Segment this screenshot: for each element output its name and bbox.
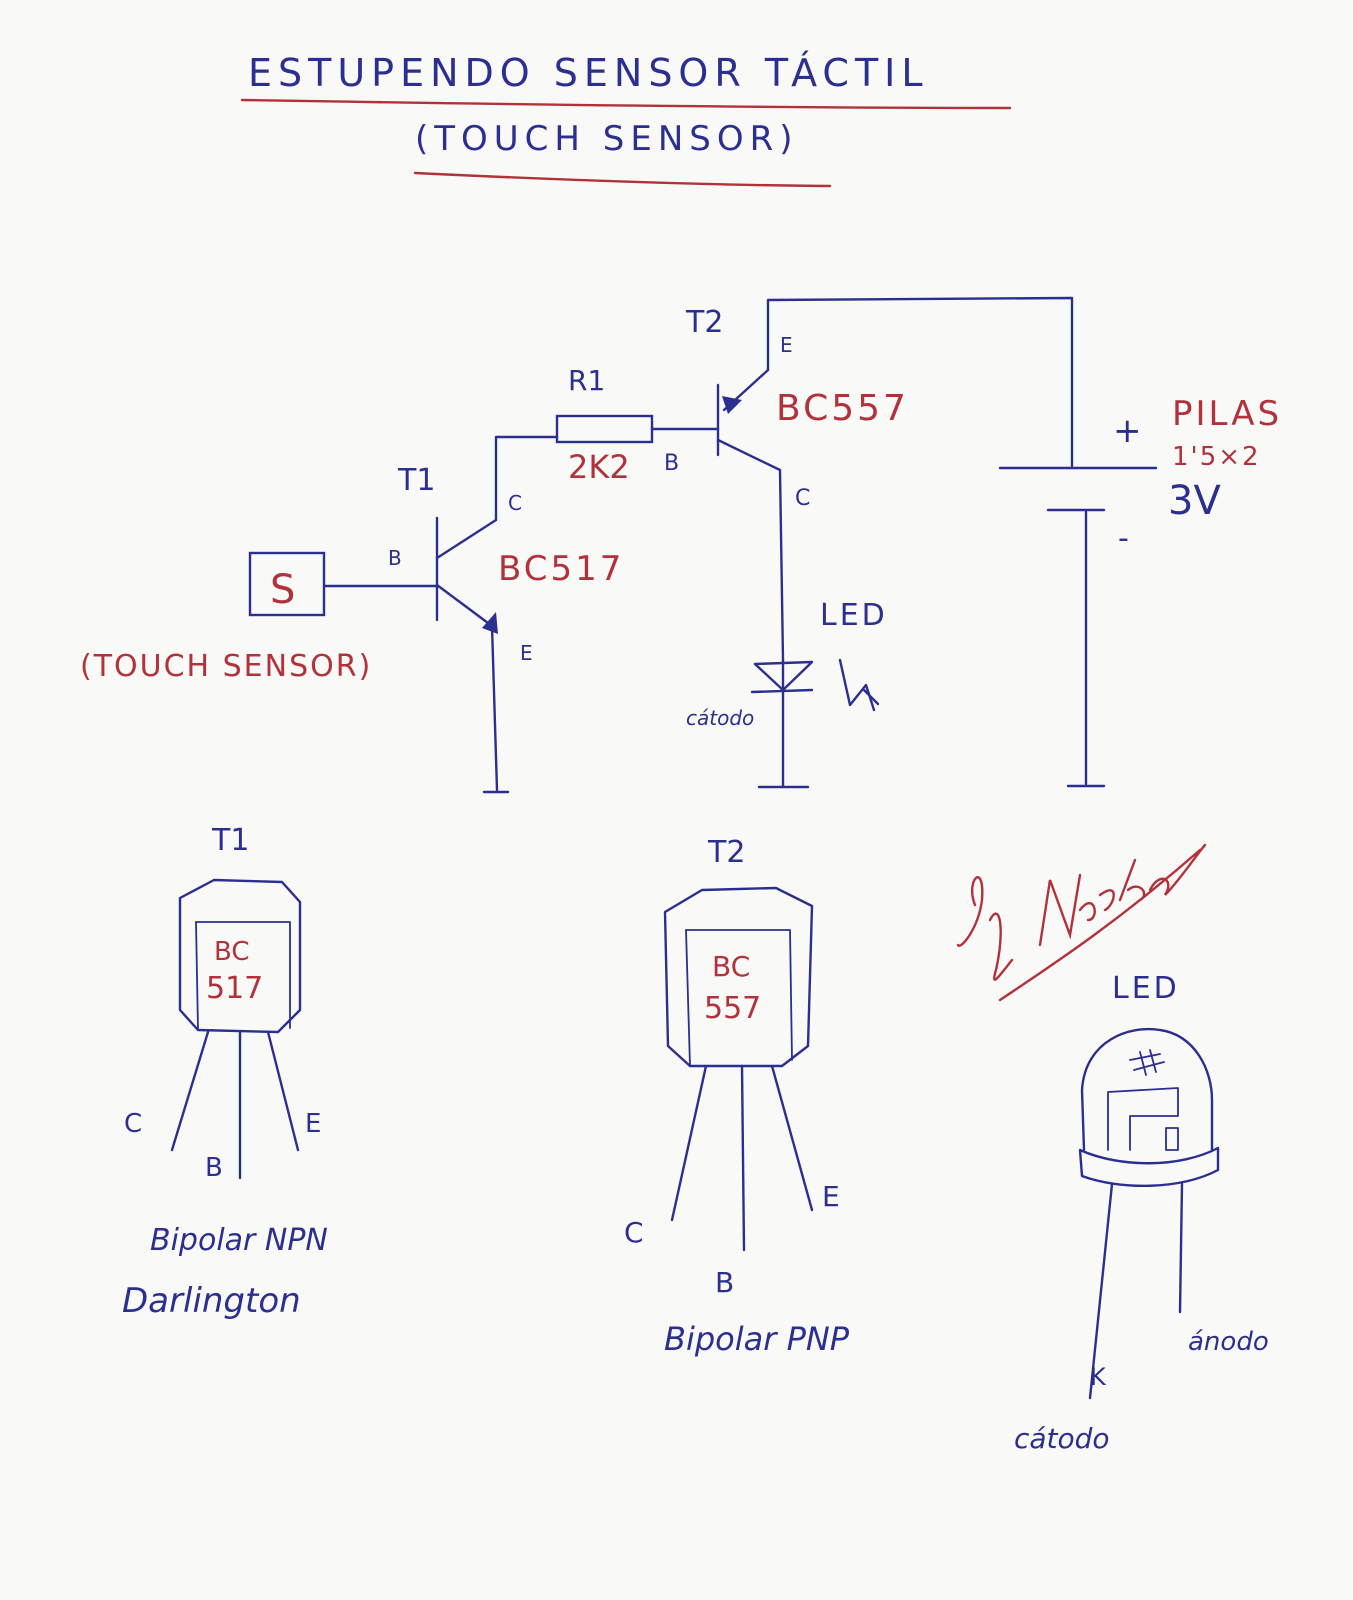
- title-line-1: ESTUPENDO SENSOR TÁCTIL: [248, 51, 929, 95]
- pinout-t1-body-face-top: [195, 921, 291, 1029]
- sensor-pad: [248, 551, 326, 617]
- pinout-t1-type-line2: Darlington: [122, 1281, 301, 1321]
- pinout-t2-label: T2: [707, 835, 745, 870]
- led-cathode-label: cátodo: [686, 706, 754, 730]
- pinout-led-leg-cathode: [1088, 1182, 1114, 1400]
- battery-plus: +: [1113, 411, 1142, 451]
- pinout-led-k-label: K: [1090, 1363, 1107, 1391]
- title-block: ESTUPENDO SENSOR TÁCTIL (TOUCH SENSOR): [240, 51, 1012, 188]
- pinout-t1-pin-b: B: [205, 1153, 223, 1183]
- pinout-t2-pin-c: C: [624, 1216, 644, 1249]
- t1-collector-label: C: [508, 491, 522, 515]
- t1-base-label: B: [388, 546, 402, 570]
- signature: [956, 843, 1207, 1002]
- sensor-caption: (TOUCH SENSOR): [80, 649, 372, 684]
- pinout-t2-body-face-top: [685, 929, 793, 1061]
- sensor-letter: S: [270, 567, 295, 613]
- battery-cells: 1'5×2: [1172, 442, 1261, 472]
- pinout-t1-body-face-left: [195, 921, 199, 1031]
- pinout-led-leg-anode: [1178, 1182, 1184, 1314]
- pinout-t2-pin-e: E: [822, 1180, 840, 1213]
- t1-emitter-arrow: [482, 612, 498, 634]
- pinout-t2-body-line1: BC: [712, 950, 750, 983]
- circuit-schematic: T2 E BC557 B C R1 2K2 T1 C B BC517 E: [80, 296, 1282, 794]
- r1-value: 2K2: [568, 448, 630, 486]
- t1-part-label: BC517: [498, 549, 624, 589]
- title-underline-1: [240, 98, 1012, 110]
- led-light-arrow-2: [862, 688, 880, 706]
- title-line-2: (TOUCH SENSOR): [415, 119, 799, 159]
- pinout-t1-body-line1: BC: [214, 937, 250, 967]
- pinout-t1: T1 BC 517 C B E Bipolar NPN Darlington: [122, 823, 328, 1321]
- wire-top-rail: [766, 296, 1074, 468]
- pinout-t1-leg-e: [266, 1030, 300, 1152]
- led-triangle: [753, 660, 814, 692]
- pinout-t2-leg-c: [670, 1064, 708, 1222]
- battery-name: PILAS: [1172, 394, 1282, 434]
- t1-label: T1: [397, 463, 435, 498]
- t2-label: T2: [685, 305, 723, 340]
- pinout-led-flange: [1078, 1146, 1220, 1187]
- pinout-led: LED ánodo K cátodo: [1014, 971, 1269, 1455]
- pinout-t1-label: T1: [211, 823, 249, 858]
- pinout-t1-body-outline: [178, 878, 302, 1034]
- pinout-t2-type-line1: Bipolar PNP: [664, 1320, 850, 1358]
- pinout-led-post: [1165, 1127, 1179, 1151]
- pinout-t2-leg-e: [770, 1064, 814, 1212]
- t2-part-label: BC557: [776, 388, 909, 429]
- pinout-t1-pin-e: E: [305, 1109, 321, 1139]
- pinout-t2-body-line2: 557: [704, 991, 761, 1026]
- r1-label: R1: [568, 364, 605, 397]
- pinout-t2-body-outline: [663, 886, 814, 1068]
- t2-collector-label: C: [795, 486, 810, 511]
- pinout-led-label: LED: [1112, 971, 1180, 1006]
- led-light-arrow-1: [838, 658, 876, 712]
- wire-r1-to-t1: [494, 435, 559, 522]
- r1-resistor: [555, 414, 654, 444]
- t1-emitter-label: E: [520, 641, 533, 665]
- pinout-led-anvil: [1107, 1087, 1179, 1151]
- pinout-led-dome: [1080, 1027, 1214, 1152]
- pinout-led-die-mark: [1129, 1049, 1165, 1076]
- pinout-t1-pin-c: C: [124, 1109, 142, 1139]
- title-underline-2: [413, 171, 832, 188]
- battery-voltage: 3V: [1168, 478, 1221, 524]
- battery-minus: -: [1118, 521, 1129, 556]
- pinout-led-cathode-label: cátodo: [1014, 1422, 1110, 1455]
- pinout-t2: T2 BC 557 C B E Bipolar PNP: [624, 835, 850, 1358]
- t2-emitter-arrow: [722, 396, 742, 414]
- pinout-t2-pin-b: B: [715, 1266, 734, 1299]
- signature-scribble: [956, 843, 1207, 1002]
- led-bar: [750, 688, 814, 694]
- t2-emitter-label: E: [780, 333, 793, 357]
- t2-base-label: B: [664, 451, 679, 476]
- pinout-t1-body-line2: 517: [206, 971, 263, 1006]
- pinout-t2-leg-b: [740, 1064, 746, 1252]
- t2-collector-lead: [716, 438, 785, 662]
- pinout-t1-type-line1: Bipolar NPN: [150, 1223, 328, 1258]
- pinout-t1-leg-c: [170, 1030, 210, 1152]
- t1-collector-lead: [435, 518, 498, 560]
- led-label: LED: [820, 598, 888, 633]
- t1-emitter-lead: [435, 583, 499, 792]
- pinout-t2-body-face-left: [685, 929, 691, 1067]
- pinout-led-anode-label: ánodo: [1188, 1327, 1269, 1357]
